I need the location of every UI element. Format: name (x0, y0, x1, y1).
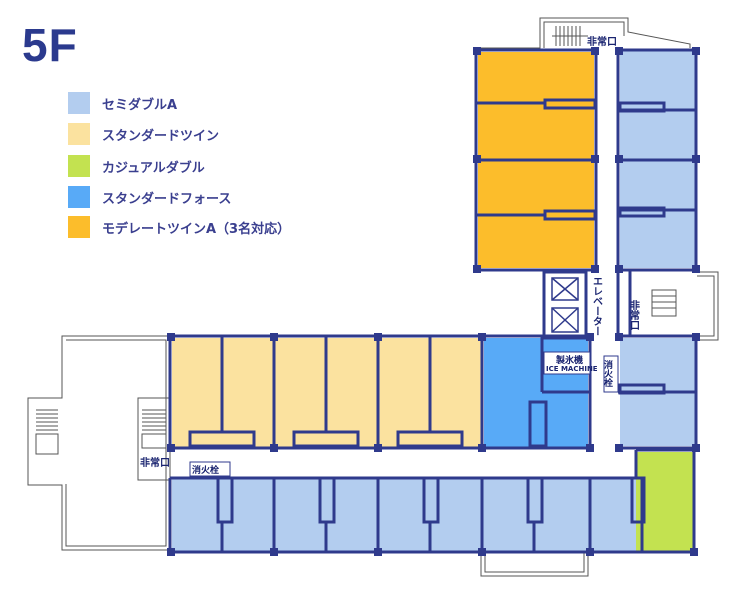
exit-label-left: 非常口 (140, 456, 170, 469)
legend-swatch (68, 186, 90, 208)
walls (168, 48, 698, 554)
legend-label: スタンダードツイン (102, 128, 220, 144)
legend-label: モデレートツインA（3名対応） (102, 221, 291, 237)
building-outline (27, 17, 719, 577)
legend-item-semi-double: セミダブルA (68, 92, 177, 114)
exit-label-top: 非常口 (587, 35, 617, 48)
legend-swatch (68, 92, 90, 114)
room-semi-double-south (172, 477, 640, 551)
legend-swatch (68, 155, 90, 177)
ice-machine-label-en: ICE MACHINE (546, 365, 598, 373)
wall-joints (167, 47, 700, 556)
stairs (35, 26, 677, 455)
legend-item-standard-twin: スタンダードツイン (68, 123, 219, 145)
ice-machine-box (543, 351, 591, 375)
legend-item-standard-fourth: スタンダードフォース (68, 186, 231, 208)
ice-machine-label-jp: 製氷機 (555, 354, 583, 366)
elevator-label: エレベーター (591, 276, 603, 336)
hydrant-label-east: 消火栓 (602, 359, 613, 388)
legend-swatch (68, 216, 90, 238)
legend-label: セミダブルA (102, 97, 178, 113)
legend-swatch (68, 123, 90, 145)
floor-title: 5F (22, 19, 78, 71)
hydrant-box-east (603, 355, 619, 393)
stairs-mid-left (141, 409, 167, 449)
elevator-cars (551, 277, 579, 333)
hydrant-box-south (189, 461, 231, 477)
legend-label: スタンダードフォース (102, 191, 232, 207)
stairs-top (552, 26, 588, 46)
room-casual-double (636, 452, 694, 552)
legend-item-moderate-twin: モデレートツインA（3名対応） (68, 216, 290, 238)
stairs-right (651, 289, 677, 317)
stairs-left (35, 409, 59, 455)
hydrant-label-south: 消火栓 (192, 464, 219, 476)
legend-label: カジュアルダブル (102, 160, 205, 176)
exit-label-right: 非常口 (628, 299, 640, 330)
legend-item-casual-double: カジュアルダブル (68, 155, 205, 177)
